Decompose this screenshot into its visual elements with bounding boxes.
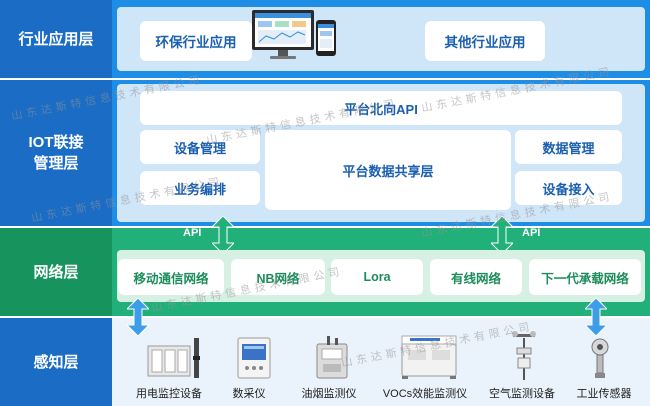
network-wired-box: 有线网络 bbox=[430, 259, 522, 295]
api-arrow-right bbox=[491, 216, 513, 254]
business-orchestration-box: 业务编排 bbox=[140, 171, 260, 205]
env-industry-app-box: 环保行业应用 bbox=[140, 21, 252, 61]
layer-label-network: 网络层 bbox=[0, 228, 112, 316]
northbound-api-box: 平台北向API bbox=[140, 91, 622, 125]
device-label-fume-monitor: 油烟监测仪 bbox=[301, 388, 357, 400]
network-nb-box: NB网络 bbox=[231, 259, 325, 295]
layer-label-iot: IOT联接 管理层 bbox=[0, 80, 112, 226]
layer-label-application: 行业应用层 bbox=[0, 0, 112, 78]
power-monitor-device-icon bbox=[147, 338, 200, 378]
device-label-power-monitor: 用电监控设备 bbox=[136, 388, 202, 400]
monitor-phone-illustration bbox=[252, 10, 336, 59]
network-lora-box: Lora bbox=[331, 259, 423, 295]
industrial-sensor-device-icon bbox=[591, 338, 609, 378]
other-industry-app-box: 其他行业应用 bbox=[425, 21, 545, 61]
device-label-air-monitor: 空气监测设备 bbox=[489, 388, 555, 400]
fume-monitor-device-icon bbox=[316, 336, 348, 379]
device-management-box: 设备管理 bbox=[140, 130, 260, 164]
air-monitor-device-icon bbox=[512, 331, 536, 380]
api-label-left: API bbox=[183, 227, 202, 239]
api-arrow-left bbox=[212, 216, 234, 254]
device-label-vocs-monitor: VOCs效能监测仪 bbox=[382, 388, 468, 400]
layer-label-perception: 感知层 bbox=[0, 318, 112, 406]
api-label-right: API bbox=[522, 227, 541, 239]
perception-arrow-left bbox=[127, 298, 149, 336]
device-label-data-collector: 数采仪 bbox=[232, 388, 266, 400]
data-management-box: 数据管理 bbox=[515, 130, 622, 164]
network-mobile-box: 移动通信网络 bbox=[118, 259, 224, 295]
data-collector-device-icon bbox=[237, 337, 271, 379]
vocs-monitor-device-icon bbox=[401, 335, 457, 379]
network-next-gen-box: 下一代承载网络 bbox=[529, 259, 641, 295]
data-sharing-layer-box: 平台数据共享层 bbox=[265, 130, 511, 210]
device-access-box: 设备接入 bbox=[515, 171, 622, 205]
perception-arrow-right bbox=[585, 298, 607, 336]
device-label-industrial-sensor: 工业传感器 bbox=[576, 388, 632, 400]
